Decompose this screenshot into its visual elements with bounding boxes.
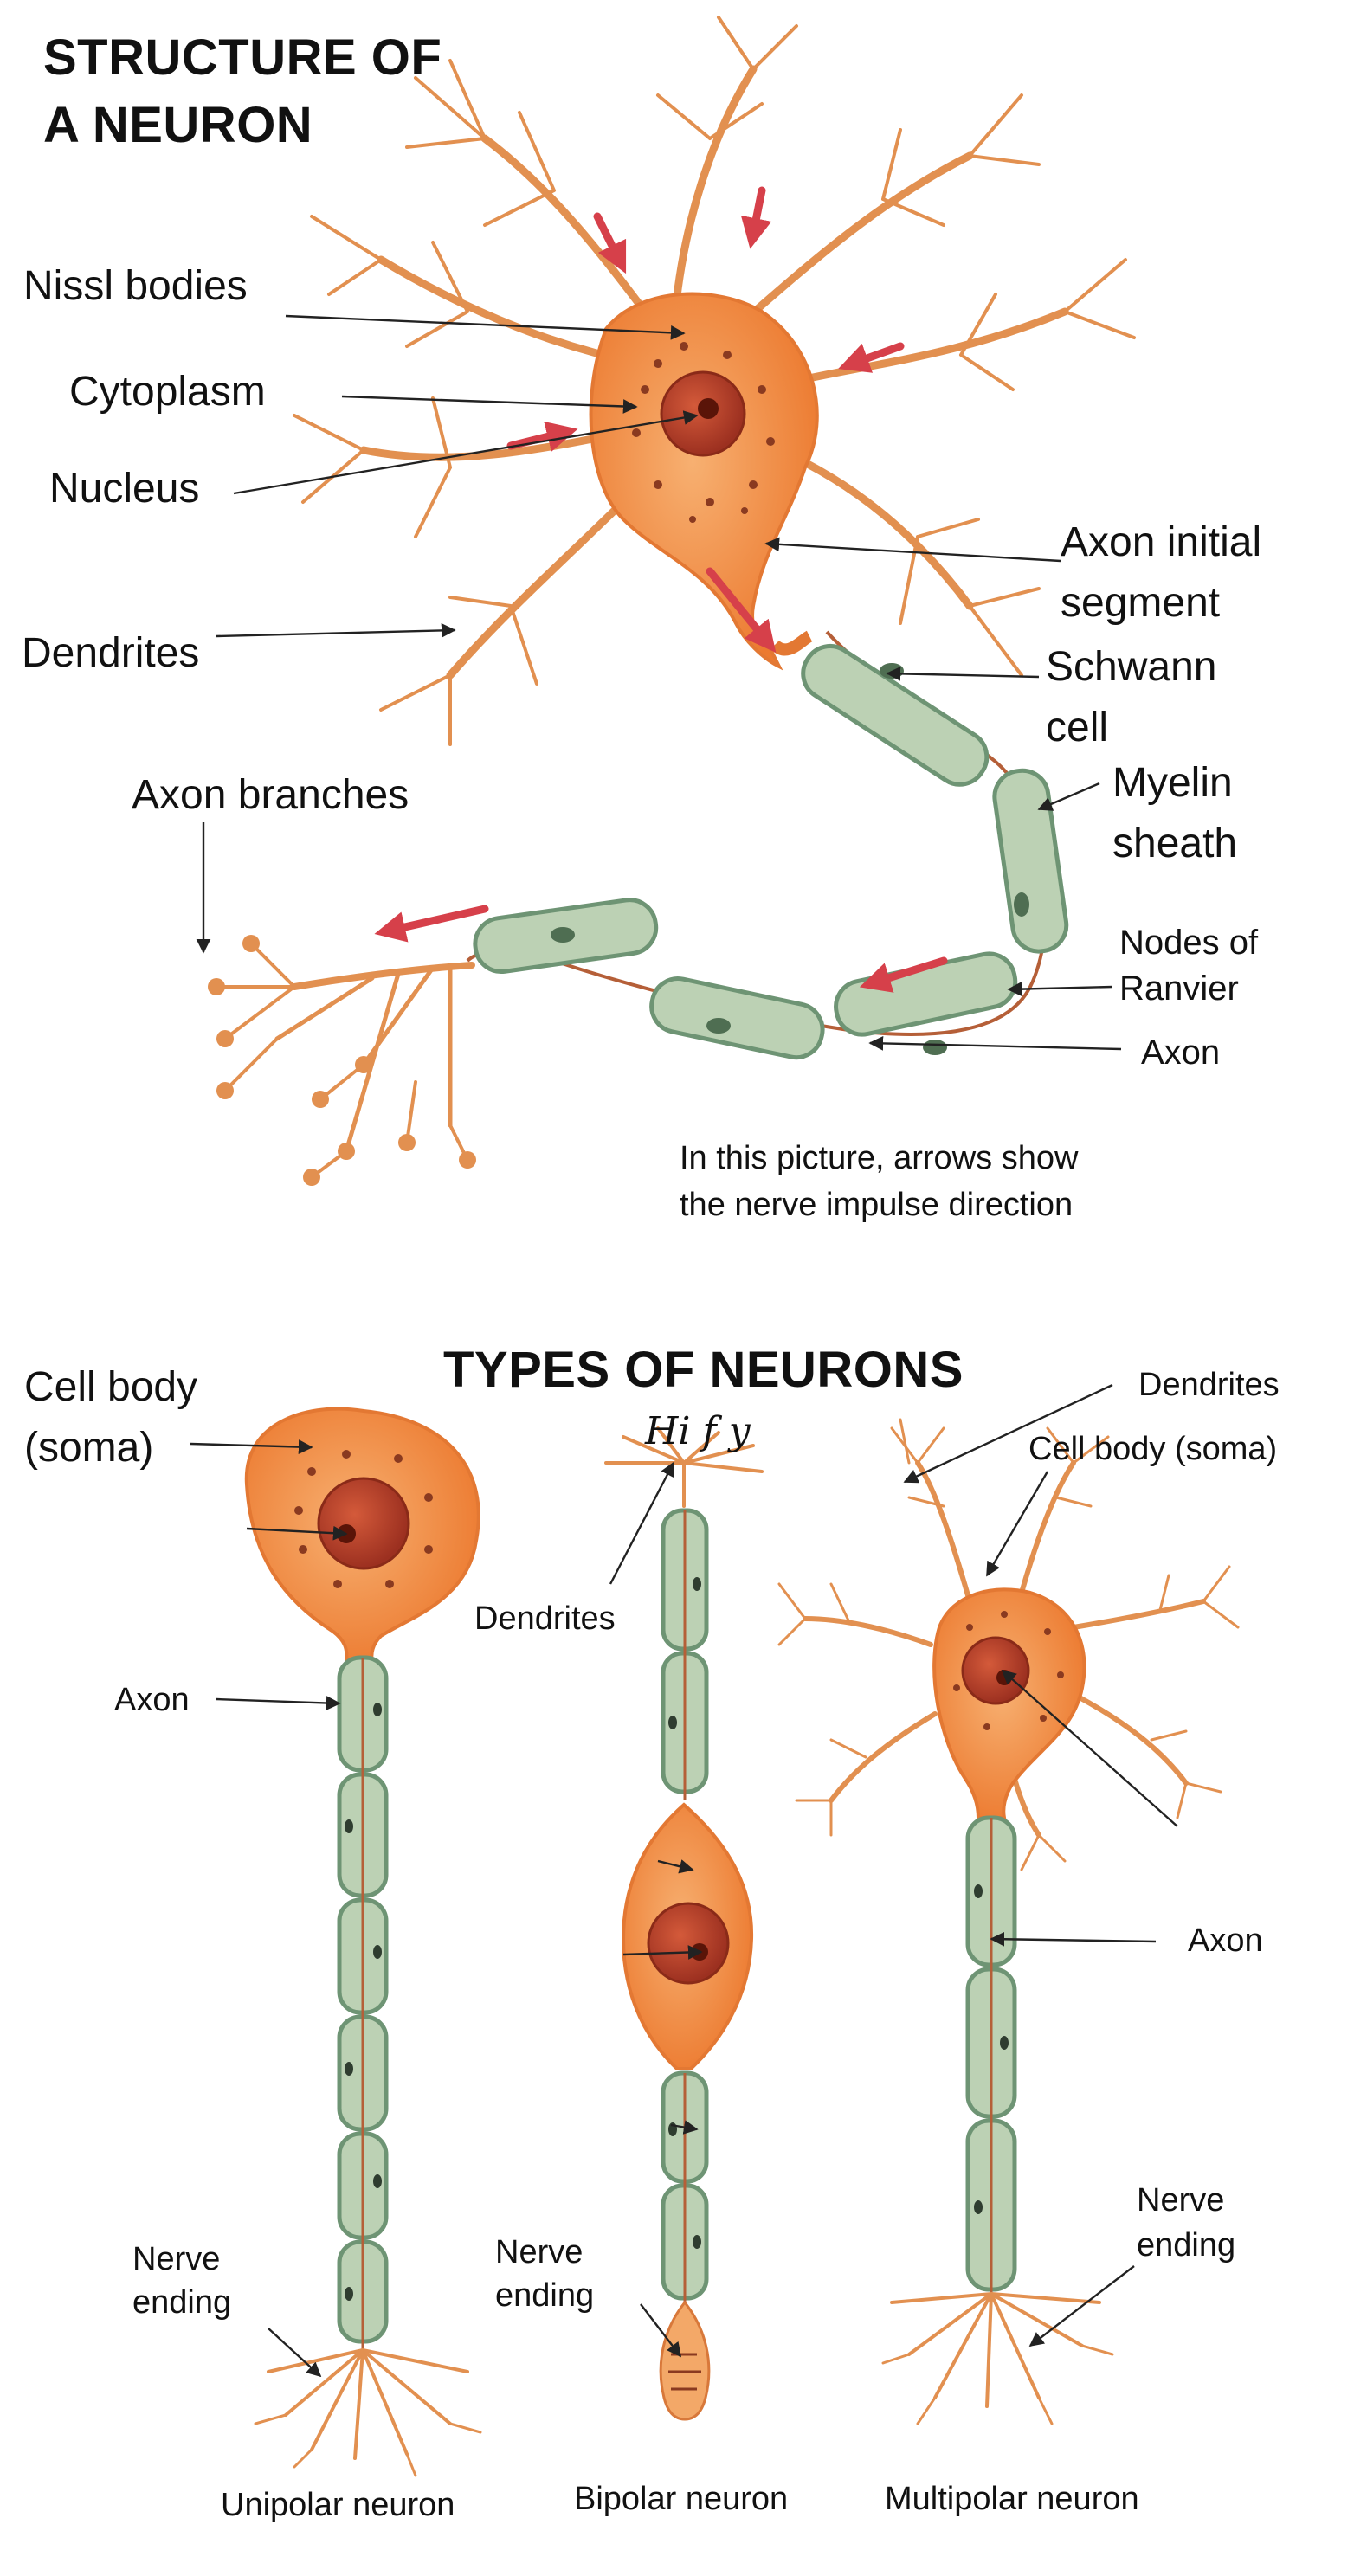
- label-nucleus: Nucleus: [49, 466, 200, 512]
- label-axon-branches: Axon branches: [132, 772, 409, 818]
- unipolar-nerve-ending: [254, 2348, 482, 2477]
- bipolar-lower-axon: [661, 2070, 709, 2307]
- nissl-bodies: [632, 342, 775, 523]
- multipolar-nucleus: [961, 1636, 1030, 1705]
- label-myelin-sheath-line2: sheath: [1112, 821, 1238, 866]
- main-dendrites: [293, 16, 1136, 746]
- impulse-arrows: [374, 186, 948, 993]
- label-axon-initial-segment-line2: segment: [1061, 580, 1221, 626]
- multipolar-cell-body-label: Cell body (soma): [1028, 1431, 1278, 1467]
- bipolar-neuron: [604, 1426, 764, 2421]
- bipolar-leader-lines: [609, 1461, 703, 2358]
- label-schwann-cell-line2: cell: [1046, 705, 1109, 750]
- multipolar-soma: [932, 1587, 1086, 1819]
- unipolar-caption: Unipolar neuron: [221, 2487, 455, 2523]
- multipolar-neuron: [777, 1383, 1240, 2425]
- unipolar-neuron: [190, 1407, 482, 2477]
- label-nodes-of-ranvier-line2: Ranvier: [1119, 969, 1239, 1008]
- multipolar-nerve-ending-line1: Nerve: [1137, 2182, 1225, 2219]
- multipolar-caption: Multipolar neuron: [885, 2481, 1139, 2517]
- main-neuron: [196, 16, 1136, 1186]
- nucleolus: [698, 398, 719, 419]
- main-soma: [589, 292, 819, 671]
- multipolar-nerve-ending: [881, 2292, 1114, 2425]
- unipolar-axon: [337, 1655, 389, 2354]
- label-dendrites: Dendrites: [22, 630, 200, 676]
- unipolar-leader-lines: [190, 1439, 348, 2378]
- bipolar-nucleus: [647, 1902, 730, 1985]
- bipolar-nerve-ending-line2: ending: [495, 2277, 595, 2314]
- schwann-cell-nucleus: [880, 663, 904, 679]
- bipolar-nerve-ending: [659, 2300, 711, 2421]
- unipolar-cell-body-line1: Cell body: [24, 1364, 198, 1410]
- axon-initial-segment: [770, 630, 813, 656]
- note-line1: In this picture, arrows show: [680, 1140, 1079, 1176]
- multipolar-axon-label: Axon: [1188, 1922, 1263, 1959]
- bipolar-caption: Bipolar neuron: [574, 2481, 789, 2517]
- bipolar-scribble: Hi f y: [645, 1409, 751, 1453]
- multipolar-dendrites-label: Dendrites: [1138, 1367, 1280, 1403]
- types-title: TYPES OF NEURONS: [443, 1342, 964, 1398]
- unipolar-cell-body-line2: (soma): [24, 1425, 154, 1471]
- bipolar-dendrites-label: Dendrites: [474, 1600, 616, 1637]
- label-nissl-bodies: Nissl bodies: [23, 263, 248, 309]
- label-cytoplasm: Cytoplasm: [69, 369, 266, 415]
- bipolar-dendrites: [604, 1426, 764, 1508]
- bipolar-nerve-ending-line1: Nerve: [495, 2234, 584, 2270]
- structure-title-line1: STRUCTURE OF: [43, 29, 442, 86]
- label-nodes-of-ranvier-line1: Nodes of: [1119, 924, 1259, 962]
- unipolar-nerve-ending-line1: Nerve: [132, 2241, 221, 2277]
- structure-title-line2: A NEURON: [43, 97, 313, 153]
- axon-terminals: [208, 935, 476, 1186]
- label-myelin-sheath-line1: Myelin: [1112, 760, 1233, 806]
- myelinated-axon: [466, 630, 1069, 1060]
- note-line2: the nerve impulse direction: [680, 1187, 1074, 1223]
- label-axon: Axon: [1141, 1034, 1221, 1072]
- unipolar-axon-label: Axon: [114, 1682, 190, 1718]
- main-leader-lines: [196, 314, 1122, 1051]
- multipolar-nerve-ending-line2: ending: [1137, 2227, 1236, 2264]
- multipolar-leader-lines: [903, 1383, 1178, 2347]
- unipolar-nerve-ending-line2: ending: [132, 2284, 232, 2321]
- label-schwann-cell-line1: Schwann: [1046, 644, 1217, 690]
- unipolar-nucleus: [317, 1477, 410, 1570]
- bipolar-upper-axon: [661, 1508, 709, 1800]
- multipolar-axon: [965, 1815, 1017, 2298]
- label-axon-initial-segment-line1: Axon initial: [1061, 519, 1262, 565]
